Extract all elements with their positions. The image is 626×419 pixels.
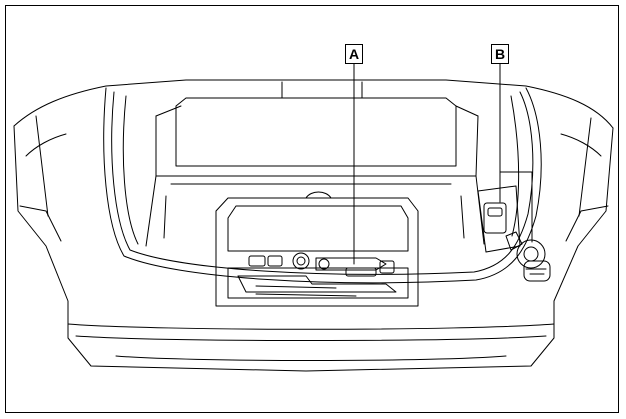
leader-line-b-2	[499, 171, 533, 243]
rear-seat-back	[155, 81, 479, 177]
callout-label-a: A	[345, 44, 363, 64]
trunk-illustration	[13, 62, 614, 372]
vehicle-body-outline	[13, 79, 614, 372]
leader-lines	[353, 62, 533, 265]
rear-bumper	[67, 323, 555, 361]
cargo-floor	[145, 175, 485, 247]
tools	[248, 252, 395, 297]
tool-tray	[215, 191, 419, 307]
trunk-opening-frame	[103, 87, 542, 284]
diagram-frame: A B	[5, 5, 619, 413]
side-compartment	[477, 185, 551, 282]
callout-label-b: B	[491, 44, 509, 64]
